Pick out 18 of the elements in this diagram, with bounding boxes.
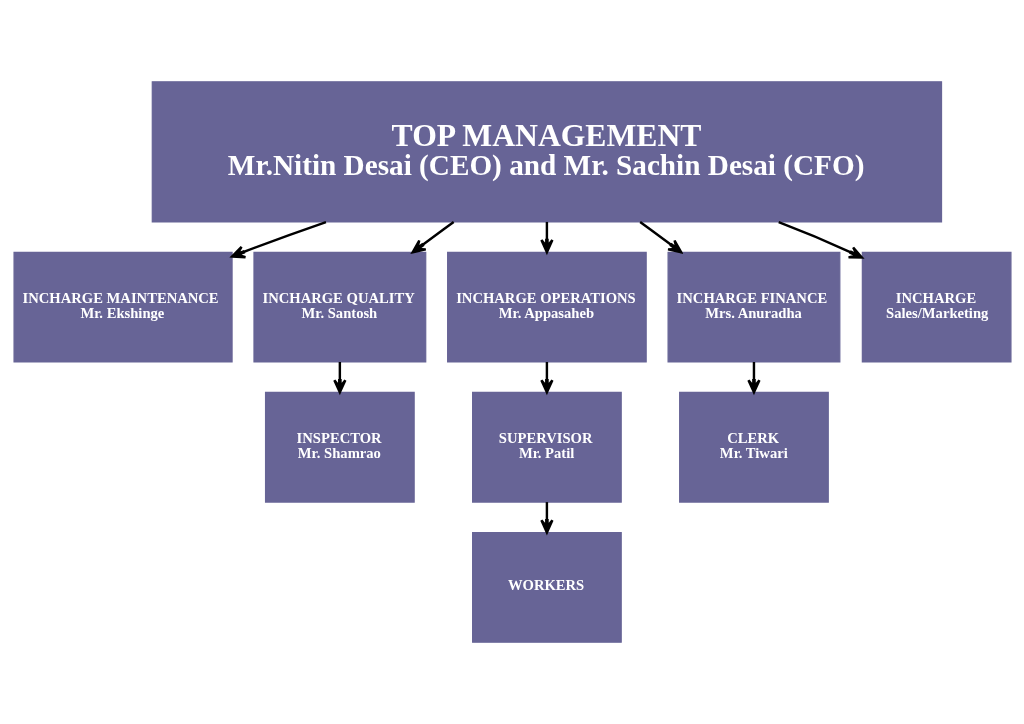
arrow: [230, 220, 326, 259]
arrow: [539, 362, 554, 394]
arrow: [777, 220, 863, 259]
node-box: INCHARGE MAINTENANCE Mr. Ekshinge: [12, 251, 233, 363]
node-box: CLERK Mr. Tiwari: [678, 391, 829, 503]
node-box: INCHARGE Sales/Marketing: [861, 251, 1012, 363]
arrow: [638, 220, 682, 254]
node-box: INCHARGE QUALITY Mr. Santosh: [252, 251, 426, 363]
node-box: INSPECTOR Mr. Shamrao: [264, 391, 415, 503]
node-box: INCHARGE OPERATIONS Mr. Appasaheb: [446, 251, 647, 363]
arrow: [411, 220, 454, 254]
arrow: [746, 362, 761, 394]
node-box: SUPERVISOR Mr. Patil: [471, 391, 622, 503]
arrow: [539, 502, 554, 534]
node-box: TOP MANAGEMENT Mr.Nitin Desai (CEO) and Mr. Sachin Desai (CFO): [151, 81, 942, 223]
arrow: [332, 362, 347, 394]
node-box: WORKERS: [471, 531, 622, 643]
node-box: INCHARGE FINANCE Mrs. Anuradha: [667, 251, 840, 363]
